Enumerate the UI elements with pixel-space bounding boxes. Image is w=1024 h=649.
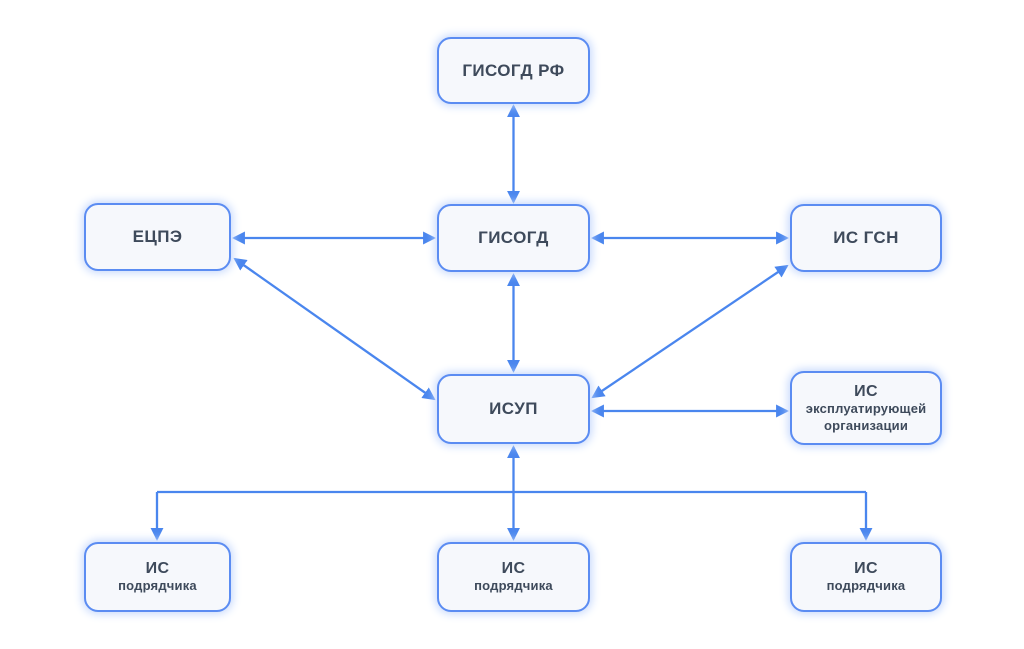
node-gisogd: ГИСОГД <box>437 204 590 272</box>
node-is-contractor-2-title: ИС <box>501 560 526 578</box>
node-is-contractor-1-subtitle: подрядчика <box>118 578 197 594</box>
node-ecpe: ЕЦПЭ <box>84 203 231 271</box>
node-is-gsn-label: ИС ГСН <box>833 228 899 247</box>
node-is-operator-title: ИС <box>854 383 878 401</box>
node-gisogd-rf: ГИСОГД РФ <box>437 37 590 104</box>
node-is-contractor-1-title: ИС <box>145 560 170 578</box>
node-is-contractor-3: ИС подрядчика <box>790 542 942 612</box>
node-is-contractor-3-subtitle: подрядчика <box>826 578 906 594</box>
node-is-contractor-3-title: ИС <box>854 560 878 578</box>
node-is-gsn: ИС ГСН <box>790 204 942 272</box>
node-is-operator-subtitle: эксплуатирующей организации <box>805 401 927 433</box>
node-is-contractor-2-subtitle: подрядчика <box>474 578 553 594</box>
node-is-contractor-2: ИС подрядчика <box>437 542 590 612</box>
node-ecpe-label: ЕЦПЭ <box>132 227 183 246</box>
edge-ecpe-isup <box>233 257 436 401</box>
node-is-operator: ИС эксплуатирующей организации <box>790 371 942 445</box>
edge-isup-isgsn <box>591 264 789 399</box>
node-gisogd-label: ГИСОГД <box>478 228 549 247</box>
node-gisogd-rf-label: ГИСОГД РФ <box>462 60 565 80</box>
node-isup-label: ИСУП <box>489 399 538 418</box>
node-isup: ИСУП <box>437 374 590 444</box>
node-is-contractor-1: ИС подрядчика <box>84 542 231 612</box>
